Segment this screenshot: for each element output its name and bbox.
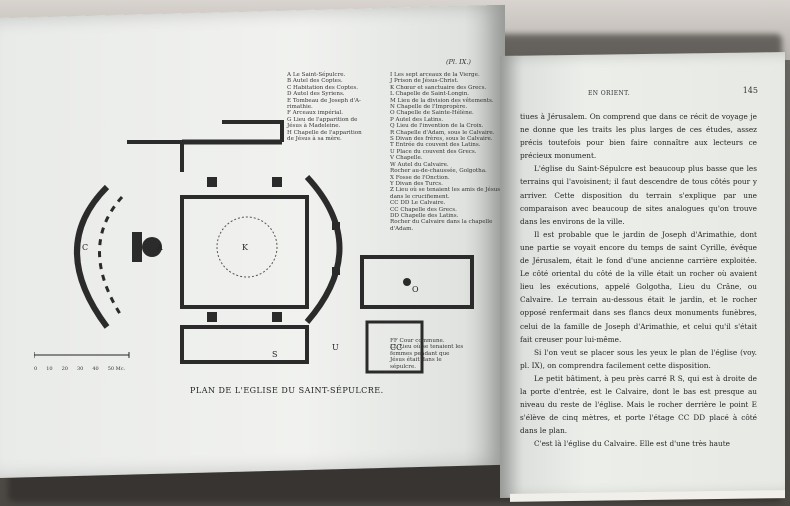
legend-item: S Divan des frères, sous le Calvaire. (390, 136, 493, 143)
legend-item: Q Lieu de l'invention de la Croix. (390, 123, 484, 130)
legend-item: I Les sept arceaux de la Vierge. (390, 72, 480, 78)
plan-label-c: C (82, 243, 88, 252)
paragraph: C'est là l'église du Calvaire. Elle est … (534, 439, 730, 449)
legend-item: E Tombeau de Joseph d'A- (287, 97, 361, 104)
legend-item: H Chapelle de l'apparition (287, 129, 362, 136)
legend-item: A Le Saint-Sépulcre. (287, 72, 346, 78)
legend-item: N Chapelle de l'Impropère. (390, 104, 468, 111)
scale-tick-label: 30 (76, 366, 84, 372)
legend-column-2: I Les sept arceaux de la Vierge.J Prison… (390, 72, 500, 232)
legend-item: CC Chapelle des Grecs. (390, 206, 457, 213)
note-item: LL Lieu où se tenaient les (390, 344, 464, 351)
legend-item: de Jésus à sa mère. (287, 136, 342, 143)
note-item: sépulcre. (390, 363, 417, 370)
paragraph: tiues à Jérusalem. On comprend que dans … (520, 112, 757, 161)
legend-item: J Prison de Jésus-Christ. (390, 78, 459, 85)
legend-item: C Habitation des Coptes. (287, 84, 358, 91)
legend-item: K Chœur et sanctuaire des Grecs. (390, 84, 487, 91)
plan-caption: PLAN DE L'EGLISE DU SAINT-SÉPULCRE. (190, 386, 384, 395)
plate-reference: (Pl. IX.) (446, 58, 471, 66)
legend-item: W Autel du Calvaire. (390, 161, 449, 168)
legend-item: CC DD Le Calvaire. (390, 200, 446, 207)
scale-tick-labels: 0 10 20 30 40 50 Mc. (34, 366, 134, 372)
legend-item: U Place du couvent des Grecs. (390, 148, 477, 155)
legend-item: Rocher du Calvaire dans la chapelle (390, 219, 493, 226)
legend-item: F Arceaux impérial. (287, 110, 344, 117)
legend-item: Jésus à Madeleine. (287, 123, 341, 130)
plan-label-k: K (242, 243, 249, 252)
legend-item: X Fosse de l'Onction. (390, 174, 450, 181)
scale-tick-label: 20 (61, 366, 68, 372)
note-item: femmes pendant que (390, 350, 450, 357)
scale-bar: 0 10 20 30 40 50 Mc. (33, 343, 134, 372)
floor-plan-drawing: A K C O U S CC (74, 120, 474, 374)
paragraph: L'église du Saint-Sépulcre est beaucoup … (520, 164, 757, 226)
legend-item: L Chapelle de Saint-Longin. (390, 91, 470, 98)
note-item: Jésus était dans le (390, 357, 442, 364)
paragraph: Le petit bâtiment, à peu près carré R S,… (520, 373, 757, 436)
legend-item: O Chapelle de Sainte-Hélène. (390, 110, 474, 117)
plan-label-o: O (412, 285, 419, 294)
legend-item: P Autel des Latins. (390, 116, 444, 123)
legend-item: dans le crucifiement. (390, 193, 450, 200)
paragraph: Il est probable que le jardin de Joseph … (520, 229, 757, 344)
plan-label-s: S (272, 350, 277, 359)
legend-item: DD Chapelle des Latins. (390, 212, 459, 219)
page-number: 145 (742, 86, 758, 95)
plan-label-u: U (332, 343, 339, 352)
scale-tick-label: 40 (92, 366, 99, 372)
legend-column-1: A Le Saint-Sépulcre.B Autel des Coptes.C… (287, 72, 362, 142)
legend-item: M Lieu de la division des vêtements. (390, 97, 494, 104)
legend-item: B Autel des Coptes. (287, 78, 343, 85)
running-head: EN ORIENT. (588, 90, 631, 97)
plan-label-cc: CC (390, 343, 402, 352)
scale-tick-label: 50 Mc. (107, 366, 126, 372)
legend-item: D Autel des Syriens. (287, 91, 345, 98)
legend-item: R Chapelle d'Adam, sous le Calvaire. (390, 129, 495, 136)
legend-item: d'Adam. (390, 225, 414, 232)
scale-bar-line (33, 352, 130, 358)
legend-item: rimathie. (287, 104, 313, 111)
legend-item: G Lieu de l'apparition de (287, 116, 358, 123)
church-floor-plan: A K C O U S CC (32, 82, 502, 382)
plan-notes: FF Cour commune.LL Lieu où se tenaient l… (390, 338, 463, 370)
legend-item: Rocher au-de-chaussée, Golgotha. (390, 168, 487, 175)
scale-tick-label: 10 (46, 366, 53, 372)
legend-item: V Chapelle. (390, 155, 423, 162)
plan-label-a: A (156, 243, 163, 252)
legend-item: Y Divan des Turcs. (390, 180, 443, 187)
paragraph: Si l'on veut se placer sous les yeux le … (520, 347, 757, 370)
legend-item: T Entrée du couvent des Latins. (390, 142, 481, 149)
scale-tick-label: 0 (34, 366, 38, 372)
legend-item: Z Lieu où se tenaient les amis de Jésus (390, 187, 501, 194)
note-item: FF Cour commune. (390, 338, 445, 344)
body-text: tiues à Jérusalem. On comprend que dans … (520, 110, 757, 450)
